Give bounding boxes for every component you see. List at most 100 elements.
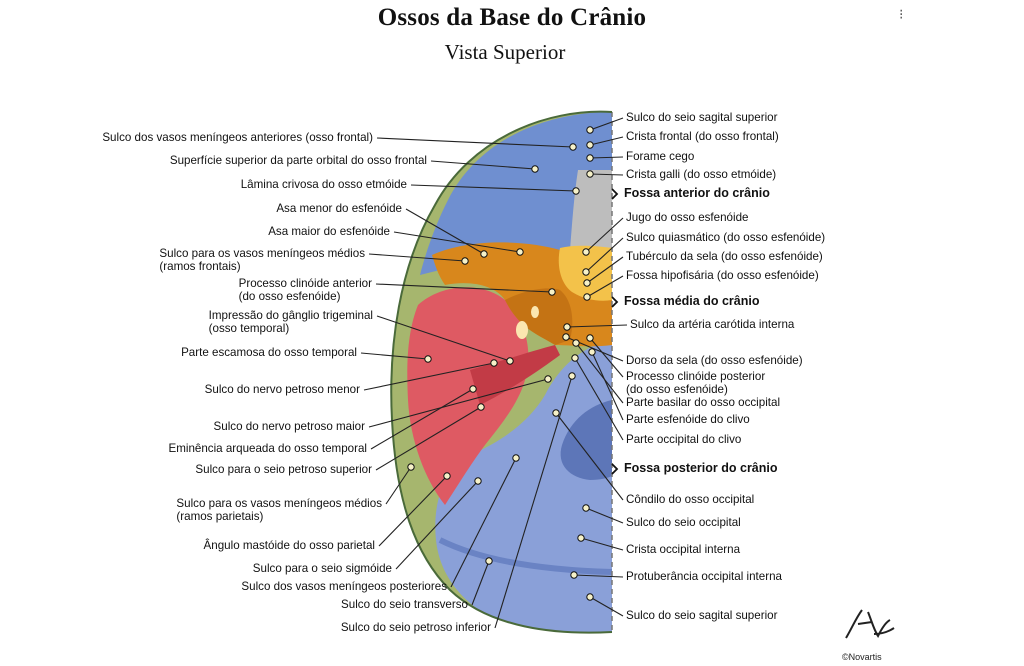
- leader-dot: [461, 257, 469, 265]
- leader-dot: [586, 593, 594, 601]
- leader-dots: [407, 126, 596, 601]
- fossa-heading: Fossa posterior do crânio: [624, 462, 778, 475]
- label-left: Sulco do seio petroso inferior: [341, 621, 491, 634]
- leader-dot: [582, 268, 590, 276]
- label-left: Sulco do nervo petroso menor: [205, 383, 360, 396]
- leader-dot: [583, 293, 591, 301]
- label-text: Sulco para os vasos meníngeos médios: [176, 497, 382, 510]
- corner-mark: ⁝: [899, 6, 904, 22]
- leader-dot: [480, 250, 488, 258]
- label-text: Parte occipital do clivo: [626, 433, 742, 446]
- label-text: Crista frontal (do osso frontal): [626, 130, 779, 143]
- leader-line: [450, 457, 517, 588]
- label-left: Sulco dos vasos meníngeos posteriores: [241, 580, 447, 593]
- label-left: Superfície superior da parte orbital do …: [170, 154, 427, 167]
- label-text: Parte esfenóide do clivo: [626, 413, 750, 426]
- leader-line: [375, 283, 553, 293]
- leader-line: [585, 217, 624, 253]
- foramen-ovale: [531, 306, 539, 318]
- leader-dot: [572, 187, 580, 195]
- label-text: Parte escamosa do osso temporal: [181, 346, 357, 359]
- leader-line: [566, 324, 628, 328]
- label-text: Sulco para o seio petroso superior: [195, 463, 372, 476]
- label-text-line2: (ramos frontais): [159, 260, 241, 273]
- label-left: Sulco para o seio sigmóide: [253, 562, 392, 575]
- leader-line: [430, 160, 536, 170]
- occipital-bone: [435, 340, 612, 633]
- label-left: Sulco para o seio petroso superior: [195, 463, 372, 476]
- leader-dot: [552, 409, 560, 417]
- page-subtitle: Vista Superior: [444, 40, 566, 64]
- label-text: Côndilo do osso occipital: [626, 493, 755, 506]
- leader-dot: [568, 372, 576, 380]
- leader-dot: [506, 357, 514, 365]
- label-text: Sulco para o seio sigmóide: [252, 562, 392, 575]
- leader-line: [410, 184, 577, 192]
- leader-line: [586, 256, 624, 284]
- label-text: Dorso da sela (do osso esfenóide): [626, 354, 803, 367]
- leader-line: [589, 136, 624, 146]
- leader-line: [575, 342, 624, 404]
- label-left: Parte escamosa do osso temporal: [181, 346, 357, 359]
- leader-dot: [562, 333, 570, 341]
- leader-line: [589, 337, 624, 378]
- label-left: Eminência arqueada do osso temporal: [168, 442, 367, 455]
- label-left: Sulco do seio transverso: [341, 598, 468, 611]
- label-text: Sulco do seio sagital superior: [626, 111, 778, 124]
- leader-line: [555, 412, 624, 501]
- label-text-line2: (ramos parietais): [176, 510, 264, 523]
- label-text: Ângulo mastóide do osso parietal: [203, 539, 375, 552]
- label-right: Fossa hipofisária (do osso esfenóide): [626, 269, 819, 282]
- label-text: Eminência arqueada do osso temporal: [168, 442, 367, 455]
- leader-line: [395, 480, 479, 570]
- copyright: ©Novartis: [842, 652, 882, 662]
- leader-dot: [586, 170, 594, 178]
- label-right: Crista occipital interna: [626, 543, 740, 556]
- leader-line: [376, 137, 574, 148]
- leader-line: [368, 253, 466, 262]
- label-right: Parte esfenóide do clivo: [626, 413, 750, 426]
- leader-dot: [424, 355, 432, 363]
- label-left: Ângulo mastóide do osso parietal: [204, 539, 375, 552]
- label-left: Sulco para os vasos meníngeos médios(ram…: [176, 497, 382, 523]
- label-text: Fossa hipofisária (do osso esfenóide): [626, 269, 819, 282]
- leader-dot: [588, 348, 596, 356]
- label-text: Sulco do nervo petroso menor: [204, 383, 360, 396]
- label-text: Asa menor do esfenóide: [276, 202, 402, 215]
- leader-dot: [512, 454, 520, 462]
- label-text: Parte basilar do osso occipital: [626, 396, 781, 409]
- leader-line: [471, 560, 490, 606]
- leader-dot: [570, 571, 578, 579]
- label-text: Sulco dos vasos meníngeos posteriores: [241, 580, 447, 593]
- petrous-ridge: [470, 345, 560, 405]
- leader-line: [360, 352, 429, 360]
- label-text: Tubérculo da sela (do osso esfenóide): [626, 250, 823, 263]
- leader-line: [378, 475, 448, 547]
- leader-dot: [582, 504, 590, 512]
- label-text: Sulco do seio transverso: [341, 598, 468, 611]
- leader-dot: [569, 143, 577, 151]
- leader-dot: [490, 359, 498, 367]
- leader-dot: [548, 288, 556, 296]
- leader-line: [589, 156, 624, 159]
- leader-dot: [407, 463, 415, 471]
- label-left: Asa maior do esfenóide: [268, 225, 390, 238]
- transverse-sinus-groove: [438, 537, 612, 575]
- label-left: Impressão do gânglio trigeminal(osso tem…: [209, 309, 373, 335]
- label-text: Asa maior do esfenóide: [268, 225, 390, 238]
- label-right: Sulco quiasmático (do osso esfenóide): [626, 231, 825, 244]
- label-text: Crista occipital interna: [626, 543, 741, 556]
- sphenoid-shading: [505, 288, 573, 345]
- frontal-bone: [420, 112, 612, 275]
- leader-dot: [563, 323, 571, 331]
- label-text: Fossa anterior do crânio: [624, 186, 770, 200]
- label-text: Lâmina crivosa do osso etmóide: [240, 178, 407, 191]
- leader-dot: [577, 534, 585, 542]
- leader-dot: [544, 375, 552, 383]
- leader-line: [589, 173, 624, 176]
- leader-line: [574, 357, 624, 441]
- label-right: Côndilo do osso occipital: [626, 493, 754, 506]
- ethmoid-bone: [570, 170, 612, 250]
- leader-line: [375, 406, 482, 471]
- leader-line: [368, 378, 549, 428]
